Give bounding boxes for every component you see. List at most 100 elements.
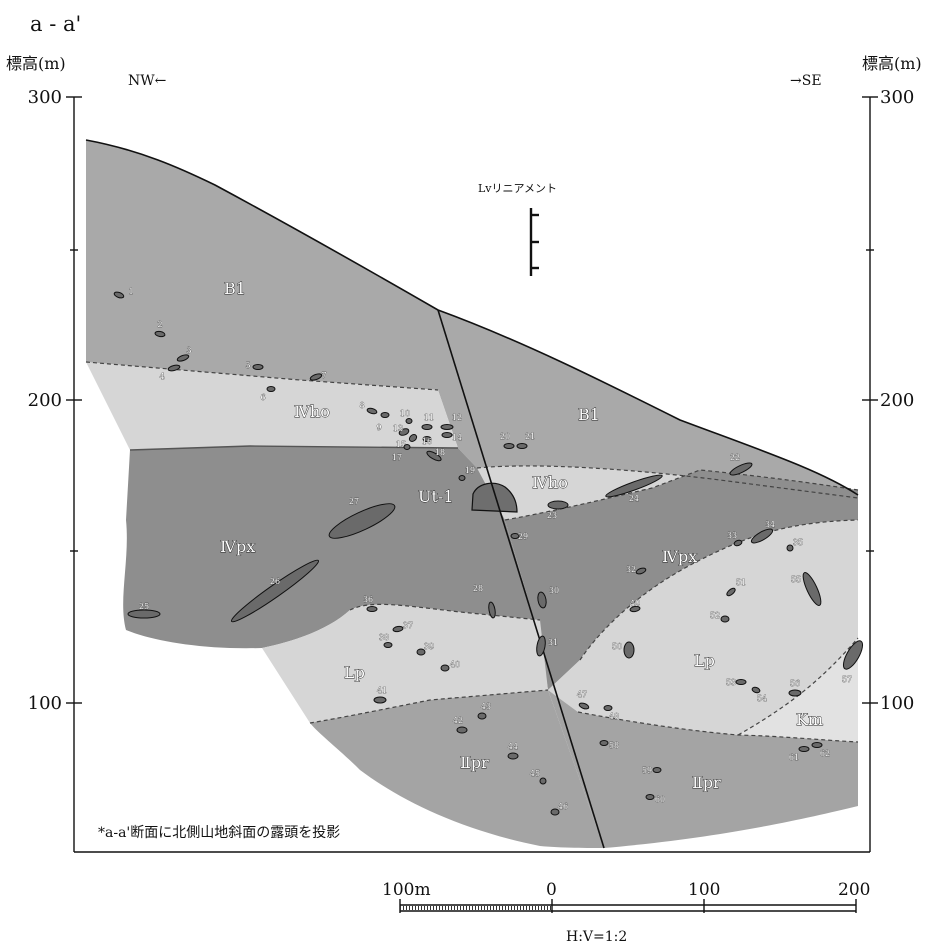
outcrop-marker [510,533,520,539]
outcrop-marker [403,444,411,450]
contact-ivpx-lp-left [349,603,541,621]
unit-ivpx-left [123,446,541,649]
outcrop-number: 51 [736,578,746,587]
outcrop-number: 47 [577,690,587,699]
outcrop-number: 17 [392,453,402,462]
outcrop-marker [629,605,641,613]
outcrop-number: 2 [157,320,162,329]
unit-iipr-right [548,690,858,848]
contact-b1-ivho-left [85,361,439,391]
contact-lines [85,361,859,743]
axis-tick-labels: 300 200 100 300 200 100 [28,87,915,714]
right-elevation-axis [862,96,878,852]
section-title: a - a' [30,12,82,36]
outcrop-marker [421,424,433,430]
scale-ratio: H:V=1:2 [566,929,628,945]
label-ivpx-left: Ⅳpx [220,537,255,556]
outcrop-marker [373,696,387,704]
outcrop-marker [750,528,774,544]
outcrop-number: 56 [790,679,800,688]
outcrop-marker [599,740,609,746]
outcrop-number: 58 [609,741,619,750]
outcrop-marker [441,432,453,438]
outcrop-marker [328,503,396,539]
outcrop-marker [578,702,590,710]
label-ivpx-right: Ⅳpx [662,547,697,566]
outcrop-marker [788,689,802,697]
outcrop-marker [458,475,466,481]
label-b1-left: B1 [224,279,246,298]
scale-label-100: 100 [688,880,721,900]
outcrop-number: 24 [629,494,639,503]
outcrop-marker [652,767,662,773]
outcrop-marker [539,777,547,785]
outcrop-number: 5 [245,361,250,370]
outcrop-marker [735,679,747,685]
outcrop-number: 45 [530,769,540,778]
outcrop-marker [603,705,613,711]
outcrop-marker [503,443,515,449]
outcrop-number: 26 [270,577,280,586]
outcrop-number: 49 [630,599,640,608]
outcrop-marker [366,606,378,612]
contact-ivho-ivpx-left [129,445,459,451]
right-tick-100: 100 [880,693,914,714]
label-iipr-right: Ⅱpr [692,773,721,792]
label-b1-right: B1 [578,405,600,424]
outcrop-marker [605,474,663,498]
outcrop-number: 59 [642,766,652,775]
outcrop-number: 3 [186,346,191,355]
outcrop-marker [786,544,794,552]
outcrop-number: 8 [359,401,364,410]
outcrop-marker [536,635,546,657]
outcrop-number: 12 [452,413,462,422]
projection-note: *a-a'断面に北側山地斜面の露頭を投影 [98,825,341,841]
outcrop-marker [154,330,166,338]
unit-ivpx-right [505,470,858,690]
left-tick-100: 100 [28,693,62,714]
unit-lp-right [548,520,858,735]
outcrop-marker [726,587,736,597]
outcrop-number: 38 [379,633,389,642]
outcrop-number: 25 [139,602,149,611]
outcrop-marker [488,601,496,619]
outcrop-number: 16 [422,437,432,446]
contact-ivho-ivpx-right [504,469,859,521]
outcrop-marker [398,428,410,436]
outcrop-number: 18 [435,448,445,457]
outcrop-marker [802,572,822,606]
outcrop-number: 10 [400,409,410,418]
unit-ivho-left [86,362,458,450]
outcrop-number: 15 [396,440,406,449]
outcrop-marker [440,424,454,430]
outcrop-number: 60 [655,795,665,804]
left-elevation-axis-label: 標高(m) [6,54,66,73]
outcrop-number: 22 [730,453,740,462]
label-lp-right: Lp [694,651,715,670]
outcrop-marker [440,664,450,672]
outcrop-number: 35 [793,538,803,547]
outcrop-marker [516,443,528,449]
outcrop-marker [645,794,655,800]
outcrop-marker [380,412,390,418]
lineament-label: Lvリニアメント [478,182,557,195]
outcrop-marker [405,418,413,424]
outcrop-number: 41 [377,686,387,695]
outcrop-marker [408,434,418,442]
scale-label-0: 0 [546,880,557,900]
ground-surface-line [85,139,859,496]
outcrop-number: 40 [450,660,460,669]
label-iipr-left: Ⅱpr [460,753,489,772]
outcrop-number: 27 [349,497,359,506]
outcrop-number: 57 [842,675,852,684]
outcrop-number: 11 [424,413,434,422]
outcrop-number: 61 [789,753,799,762]
outcrop-number: 43 [481,702,491,711]
scale-bar [399,899,857,913]
right-elevation-axis-label: 標高(m) [862,54,922,73]
outcrop-number: 36 [363,595,373,604]
outcrop-number: 29 [518,532,528,541]
outcrop-marker [733,539,743,547]
outcrop-marker [547,500,569,510]
